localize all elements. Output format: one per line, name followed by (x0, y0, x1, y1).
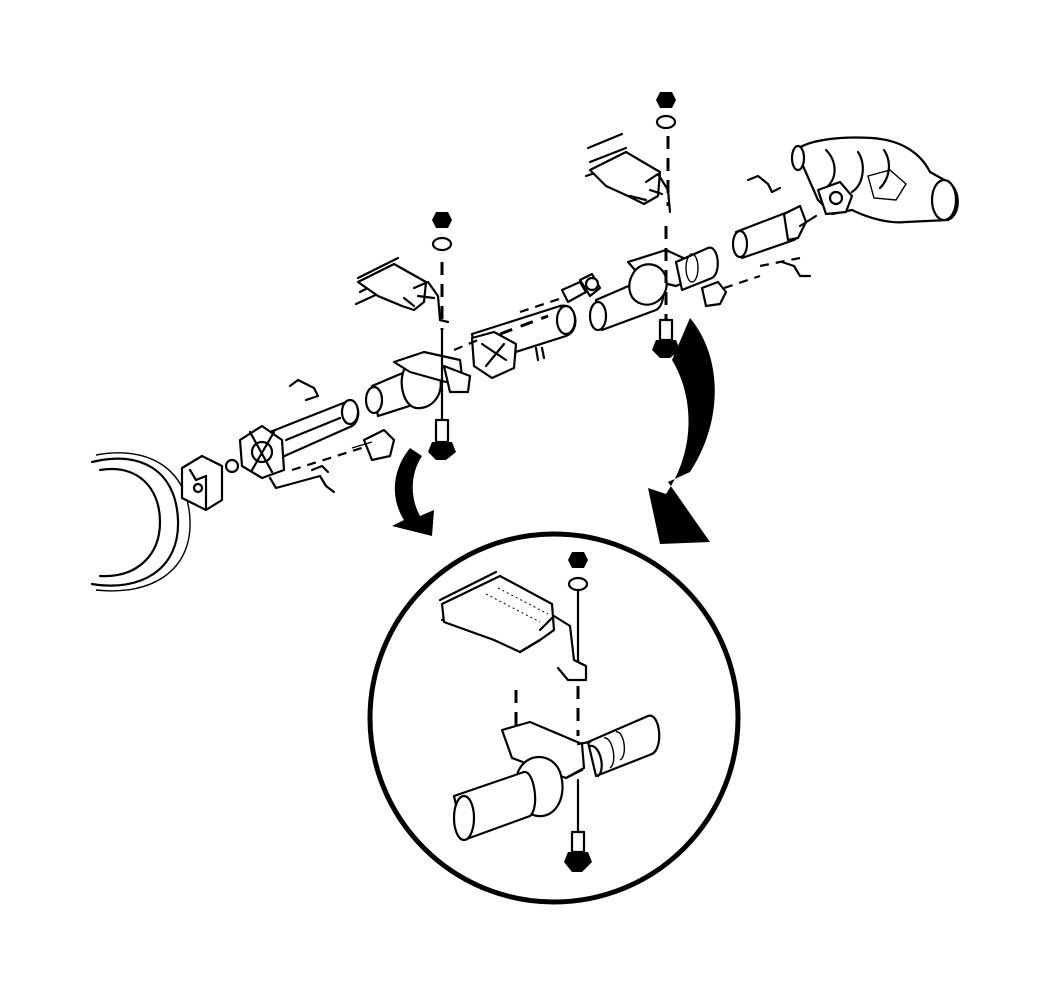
front-propshaft-icon (453, 304, 577, 380)
rear-center-bearing-icon (364, 350, 472, 418)
center-stud-bolt-icon (519, 272, 602, 314)
rear-u-joint-icon (238, 424, 286, 480)
front-hanger-bolt-chain-icon (652, 92, 680, 358)
rear-strap-clip-icon (268, 378, 336, 494)
rear-hanger-bolt-chain-icon (428, 212, 456, 460)
arrow-to-detail-small-icon (392, 448, 434, 536)
frame-crossmember-front-icon (584, 132, 672, 214)
rear-flange-bolt-icon (291, 428, 396, 472)
detail-callout-circle-icon (367, 531, 741, 905)
axle-bracket-icon (180, 454, 240, 512)
rear-propshaft-icon (268, 398, 360, 460)
detail-hanger-bolt-icon (514, 552, 592, 872)
transmission-housing-icon (790, 136, 959, 224)
frame-crossmember-rear-icon (354, 256, 450, 324)
slip-yoke-shaft-icon (731, 204, 818, 260)
arrow-to-detail-large-icon (648, 318, 715, 544)
front-strap-clip-icon (746, 174, 812, 278)
brake-drum-icon (90, 452, 191, 592)
detail-center-bearing-icon (452, 714, 661, 842)
front-flange-bolt-icon (700, 256, 801, 308)
detail-crossmember-icon (438, 570, 588, 682)
front-center-bearing-icon (588, 246, 719, 332)
